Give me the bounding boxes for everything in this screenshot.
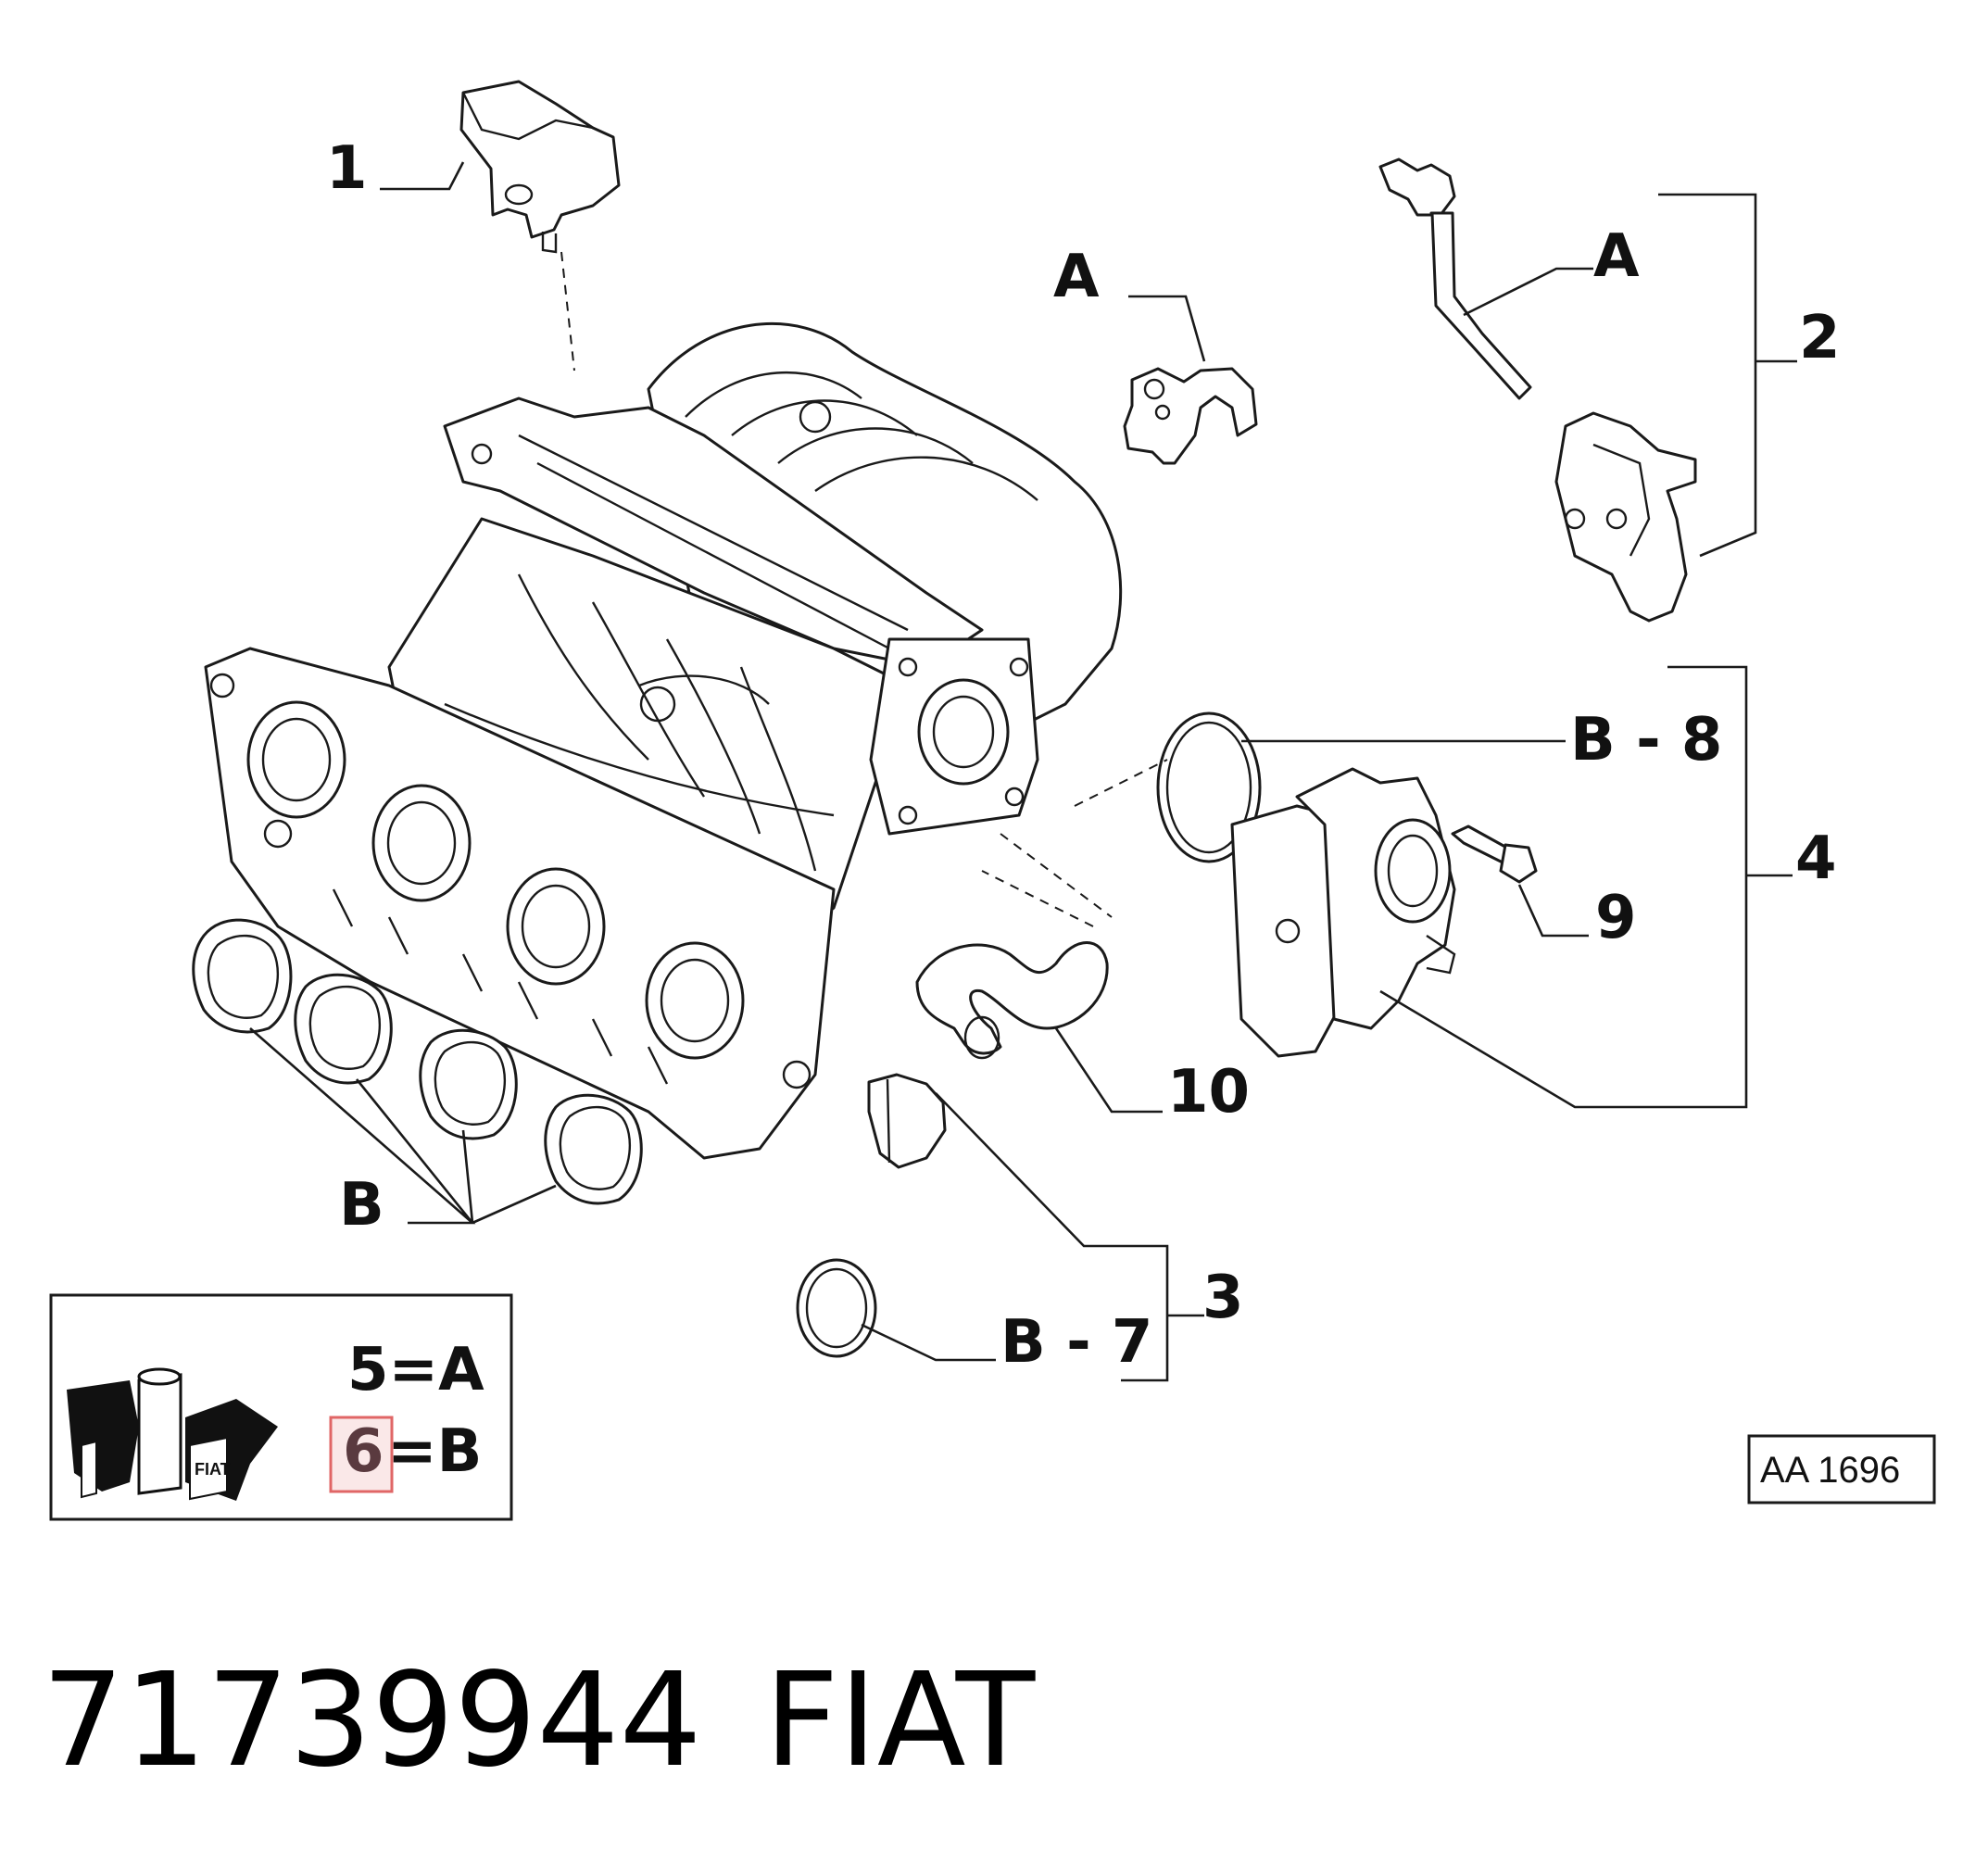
legend-box: FIAT 5=A 6 =B (49, 1293, 513, 1521)
leader-a-hose (1463, 267, 1593, 317)
bolt-part (1451, 825, 1538, 884)
throttle-body-part (1230, 767, 1456, 1058)
leader-b7 (861, 1323, 996, 1362)
dashed-guide-throttle (1000, 833, 1113, 918)
leader-4 (1379, 665, 1793, 1109)
leader-2 (1658, 193, 1797, 558)
intake-port-1 (246, 700, 346, 819)
reference-code: AA 1696 (1760, 1450, 1900, 1491)
legend-line-1: 5=A (347, 1336, 484, 1404)
callout-a-hose: A (1593, 222, 1640, 291)
leader-3 (935, 1092, 1204, 1382)
breather-hose-part (915, 941, 1109, 1060)
intake-port-3 (506, 867, 606, 986)
fiat-kit-logo: FIAT (67, 1367, 278, 1501)
intake-port-2 (371, 784, 472, 902)
map-sensor-part (459, 80, 621, 254)
callout-b8: B - 8 (1570, 706, 1722, 774)
callout-10: 10 (1167, 1058, 1250, 1127)
logo-lettering: FIAT (195, 1460, 231, 1479)
sealing-plug-part (867, 1073, 947, 1169)
leader-10 (1054, 1027, 1163, 1114)
legend-highlight-box (329, 1416, 394, 1493)
part-number: 71739944 (42, 1645, 702, 1796)
callout-b-gaskets: B (339, 1171, 384, 1240)
dashed-guide-oring (1074, 759, 1168, 807)
reference-code-box: AA 1696 (1747, 1434, 1936, 1504)
vapour-hose-part (1378, 157, 1697, 623)
dashed-guide-hose (981, 870, 1094, 927)
callout-b7: B - 7 (1000, 1308, 1152, 1377)
callout-2: 2 (1799, 304, 1841, 372)
plug-oring-part (796, 1258, 877, 1358)
leader-9 (1517, 884, 1589, 938)
callout-9: 9 (1595, 884, 1637, 952)
legend-line-2-number: 6 (343, 1417, 384, 1486)
callout-1: 1 (326, 134, 368, 203)
hose-clip-part (1123, 367, 1258, 465)
leader-1 (380, 161, 465, 191)
brand-name: FIAT (764, 1645, 1036, 1796)
runner-gaskets-part (192, 918, 643, 1205)
dashed-guide-1 (560, 251, 575, 371)
gaskets-leader (249, 1027, 557, 1225)
intake-manifold-part (204, 321, 1123, 1160)
callout-4: 4 (1795, 825, 1837, 893)
legend-line-2-rest: =B (387, 1417, 482, 1486)
callout-3: 3 (1202, 1264, 1244, 1332)
leader-a-clip (1128, 295, 1206, 362)
intake-port-4 (645, 941, 745, 1060)
callout-a-clip: A (1053, 243, 1100, 311)
